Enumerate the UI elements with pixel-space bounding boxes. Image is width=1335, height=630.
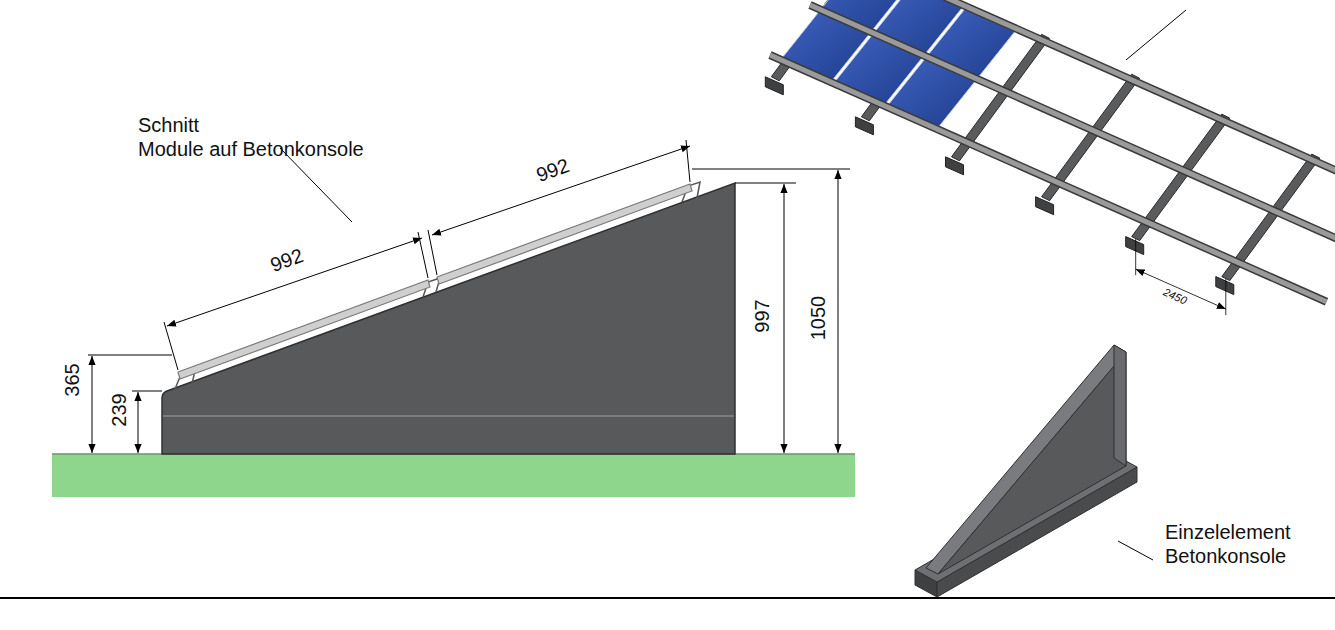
- part-label: Einzelelement Betonkonsole: [1165, 520, 1315, 568]
- dimension-line: [1136, 269, 1226, 309]
- section-title: Schnitt Module auf Betonkonsole: [138, 113, 398, 161]
- rail: [770, 55, 1327, 302]
- dimension-line: [88, 169, 850, 453]
- ground: [52, 454, 855, 497]
- rail: [850, 0, 1335, 202]
- dimension-line: [1225, 279, 1226, 315]
- array-isometric: [765, 0, 1335, 315]
- rail: [810, 5, 1335, 252]
- dimension-line: [164, 140, 690, 370]
- pv-module: [437, 184, 692, 284]
- dimension-value: 365: [60, 363, 84, 396]
- pv-module: [178, 280, 430, 379]
- dimension-line: [1135, 239, 1136, 275]
- concrete-console: [162, 183, 735, 454]
- dimension-value: 239: [107, 393, 131, 426]
- rail: [770, 55, 1327, 302]
- dimension-value: 992: [267, 243, 307, 277]
- dimension-value: 997: [750, 299, 774, 332]
- dimension-value: 992: [533, 153, 573, 187]
- single-console: [915, 345, 1137, 597]
- page-rule: [0, 597, 1335, 599]
- rail: [850, 0, 1335, 202]
- rail: [810, 5, 1335, 252]
- console-joint: [163, 415, 734, 417]
- dimension-value: 1050: [806, 296, 830, 341]
- module-bracket: [175, 182, 700, 389]
- dimension-value: 2450: [1161, 285, 1189, 308]
